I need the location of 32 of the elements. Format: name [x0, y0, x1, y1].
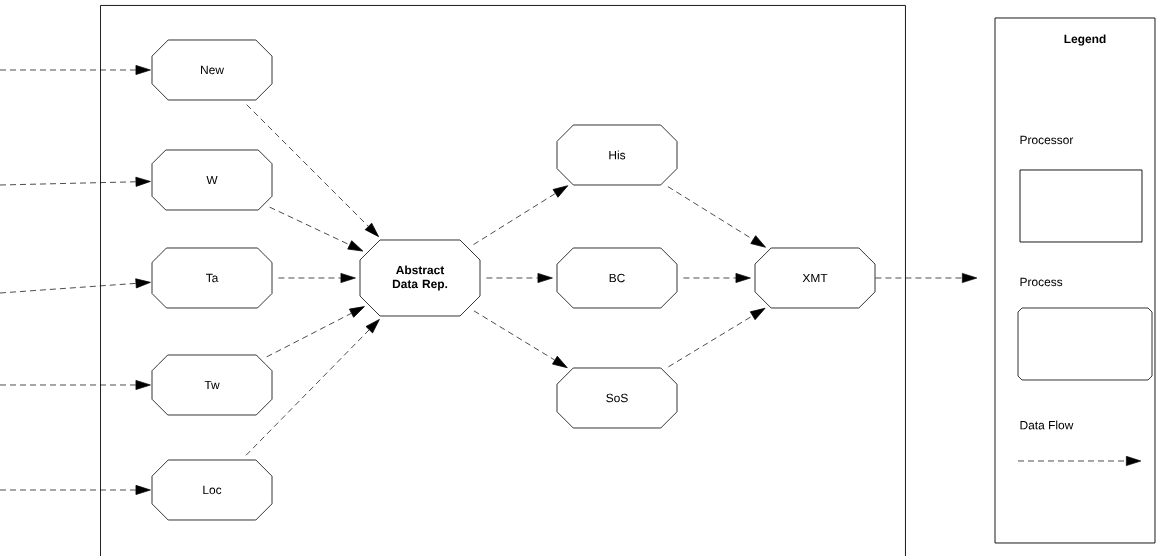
arrow — [266, 306, 365, 358]
process-box: Tw — [151, 354, 273, 416]
process-box: New — [151, 39, 273, 101]
arrow — [246, 104, 379, 237]
arrow — [269, 206, 364, 252]
legend-text: Processor — [1020, 135, 1074, 145]
arrow — [473, 185, 569, 245]
arrow — [473, 310, 568, 369]
processor-box — [100, 5, 906, 556]
arrow — [667, 186, 766, 248]
legend-text: Process — [1020, 277, 1063, 287]
process-box: SoS — [556, 367, 678, 429]
arrow — [0, 65, 151, 75]
arrow — [875, 273, 978, 283]
process-box: Abstract Data Rep. — [359, 239, 481, 317]
process-box: XMT — [754, 247, 876, 309]
process-box: Loc — [151, 459, 273, 521]
process-box: BC — [556, 247, 678, 309]
arrow — [486, 273, 553, 283]
legend-text: Data Flow — [1020, 420, 1074, 430]
process-box: W — [151, 149, 273, 211]
process-box: His — [556, 124, 678, 186]
process-box: Ta — [151, 247, 273, 309]
arrow — [0, 278, 151, 294]
arrow — [245, 319, 380, 456]
arrow — [683, 273, 751, 283]
arrow — [0, 485, 151, 495]
arrow — [0, 380, 151, 390]
arrow — [668, 307, 766, 368]
legend-title: Legend — [1064, 34, 1106, 46]
arrow — [278, 273, 356, 283]
arrow — [0, 176, 151, 187]
